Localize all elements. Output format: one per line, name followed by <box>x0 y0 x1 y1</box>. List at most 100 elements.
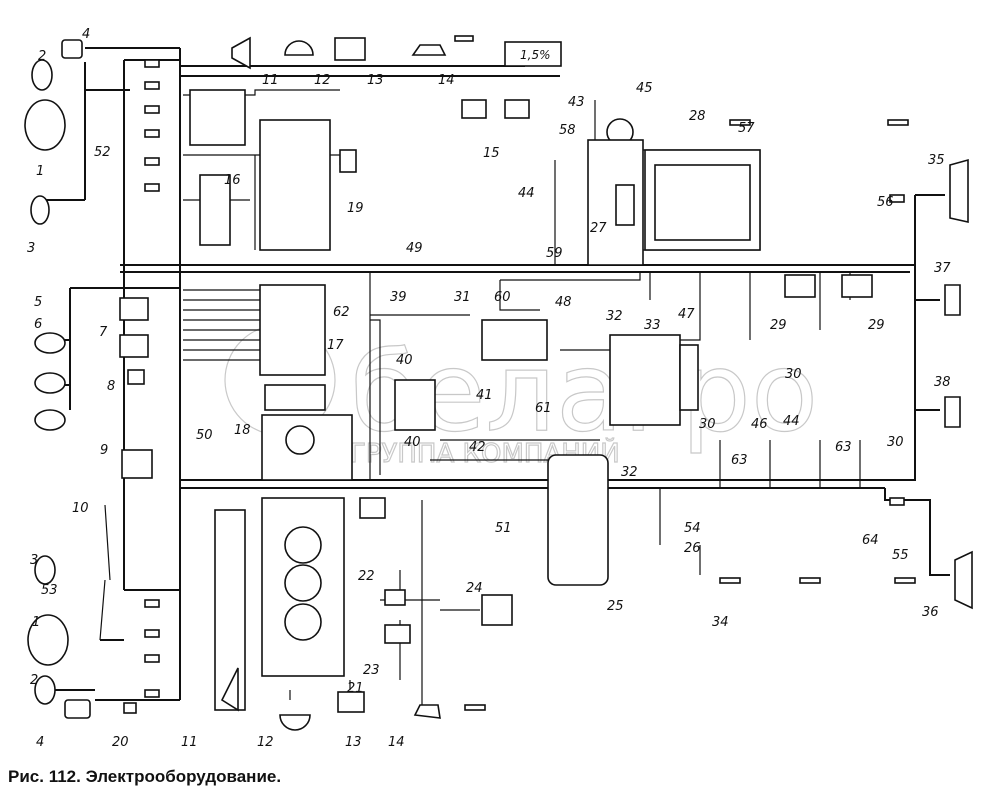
unit-13-top <box>334 37 366 61</box>
callout-label-15: 15 <box>483 146 500 161</box>
lamp-38 <box>944 396 961 428</box>
callout-label-25: 25 <box>607 599 624 614</box>
callout-label-64: 64 <box>862 533 879 548</box>
callout-label-6: 6 <box>34 317 42 332</box>
callout-label-63: 63 <box>835 440 852 455</box>
lamp-14-top <box>411 44 447 56</box>
callout-label-56: 56 <box>877 195 894 210</box>
callout-label-41: 41 <box>476 388 493 403</box>
callout-label-29: 29 <box>770 318 787 333</box>
callout-label-49: 49 <box>406 241 423 256</box>
callout-label-14: 14 <box>438 73 455 88</box>
callout-label-40: 40 <box>404 435 421 450</box>
callout-label-21: 21 <box>347 681 364 696</box>
callout-label-55: 55 <box>892 548 909 563</box>
callout-label-19: 19 <box>347 201 364 216</box>
callout-label-11: 11 <box>181 735 198 750</box>
callout-label-22: 22 <box>358 569 375 584</box>
callout-label-48: 48 <box>555 295 572 310</box>
callout-label-38: 38 <box>934 375 951 390</box>
indicator-43 <box>504 41 562 67</box>
callout-label-2: 2 <box>38 49 46 64</box>
callout-label-46: 46 <box>751 417 768 432</box>
callout-label-11: 11 <box>262 73 279 88</box>
figure-caption: Рис. 112. Электрооборудование. <box>8 767 282 786</box>
signal-11-top <box>231 36 251 70</box>
callout-label-44: 44 <box>518 186 535 201</box>
callout-label-35: 35 <box>928 153 945 168</box>
callout-label-4: 4 <box>36 735 44 750</box>
generator-41 <box>394 379 436 431</box>
callout-label-50: 50 <box>196 428 213 443</box>
callout-label-4: 4 <box>82 27 90 42</box>
callout-label-31: 31 <box>454 290 471 305</box>
callout-label-1: 1 <box>36 164 44 179</box>
callout-label-32: 32 <box>606 309 623 324</box>
callout-label-5: 5 <box>34 295 42 310</box>
callout-label-60: 60 <box>494 290 511 305</box>
callout-label-30: 30 <box>785 367 802 382</box>
callout-label-18: 18 <box>234 423 251 438</box>
callout-label-12: 12 <box>314 73 331 88</box>
callout-label-30: 30 <box>887 435 904 450</box>
connectors <box>144 59 905 698</box>
callout-label-42: 42 <box>469 440 486 455</box>
callout-label-45: 45 <box>636 81 653 96</box>
turn-lamp-3-top <box>30 195 50 225</box>
callout-label-34: 34 <box>712 615 729 630</box>
lamp-35 <box>949 158 969 223</box>
callout-label-26: 26 <box>684 541 701 556</box>
starter-31 <box>481 319 548 361</box>
callout-label-40: 40 <box>396 353 413 368</box>
callout-label-61: 61 <box>535 401 552 416</box>
callout-label-14: 14 <box>388 735 405 750</box>
callout-label-30: 30 <box>699 417 716 432</box>
callout-label-9: 9 <box>100 443 108 458</box>
callout-label-54: 54 <box>684 521 701 536</box>
callout-label-52: 52 <box>94 145 111 160</box>
callout-label-37: 37 <box>934 261 951 276</box>
callout-label-63: 63 <box>731 453 748 468</box>
callout-label-17: 17 <box>327 338 344 353</box>
callout-label-59: 59 <box>546 246 563 261</box>
callout-label-62: 62 <box>333 305 350 320</box>
callout-label-23: 23 <box>363 663 380 678</box>
callout-label-8: 8 <box>107 379 115 394</box>
sidelight-2-top <box>31 59 53 91</box>
callout-label-57: 57 <box>738 121 755 136</box>
callout-label-3: 3 <box>30 553 38 568</box>
callout-label-2: 2 <box>30 673 38 688</box>
callout-label-36: 36 <box>922 605 939 620</box>
callout-label-39: 39 <box>390 290 407 305</box>
lamp-36 <box>954 550 973 610</box>
indicator-43-text: 1,5% <box>520 48 551 62</box>
callout-label-51: 51 <box>495 521 512 536</box>
lamp-12-top <box>284 40 314 56</box>
callout-label-44: 44 <box>783 414 800 429</box>
callout-label-43: 43 <box>568 95 585 110</box>
battery-25 <box>547 454 609 586</box>
callout-label-47: 47 <box>678 307 695 322</box>
callout-label-20: 20 <box>112 735 129 750</box>
callout-label-32: 32 <box>621 465 638 480</box>
callout-label-3: 3 <box>27 241 35 256</box>
components: 1,5% <box>24 35 973 731</box>
callout-label-28: 28 <box>689 109 706 124</box>
unit-33 <box>609 334 681 426</box>
callout-label-58: 58 <box>559 123 576 138</box>
callout-label-7: 7 <box>99 325 108 340</box>
callout-label-13: 13 <box>345 735 362 750</box>
callout-label-10: 10 <box>72 501 89 516</box>
callout-label-13: 13 <box>367 73 384 88</box>
horn-4-top <box>61 39 83 59</box>
headlamp-1-top <box>24 99 66 151</box>
callout-label-16: 16 <box>224 173 241 188</box>
callout-label-27: 27 <box>590 221 607 236</box>
callout-label-53: 53 <box>41 583 58 598</box>
callout-label-33: 33 <box>644 318 661 333</box>
callout-label-12: 12 <box>257 735 274 750</box>
callout-label-29: 29 <box>868 318 885 333</box>
